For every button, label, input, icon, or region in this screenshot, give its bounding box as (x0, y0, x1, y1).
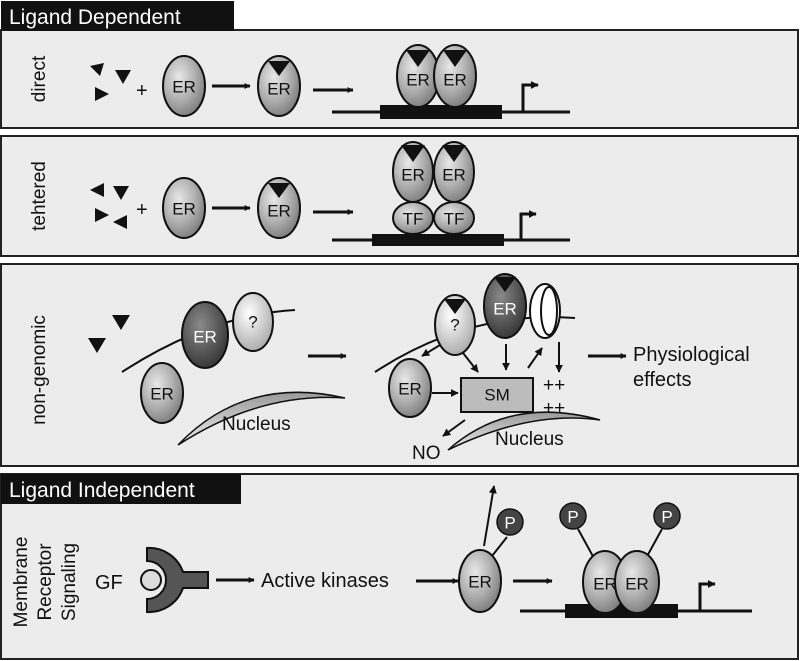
er-liganded (257, 55, 301, 117)
outcome-line-1: Physiological (633, 344, 750, 366)
nucleus-shape (447, 411, 601, 451)
phosphate-label: P (504, 514, 515, 533)
plus-sign: + (136, 80, 148, 102)
label-membrane-line1: Membrane (11, 537, 32, 628)
ligand-triangle (268, 61, 290, 76)
er-dimer-right (433, 141, 475, 203)
header-ligand-dependent: Ligand Dependent (9, 6, 181, 29)
er-label: ER (443, 71, 467, 90)
ligand-triangle (401, 145, 425, 162)
ligand-triangle (442, 145, 466, 162)
active-kinases-label: Active kinases (261, 570, 389, 592)
plusplus-top: ++ (543, 375, 565, 396)
er-label: ER (267, 80, 291, 99)
er-membrane-bound (483, 273, 527, 339)
label-membrane-line2: Receptor (35, 543, 56, 621)
growth-factor-receptor-icon (146, 546, 209, 614)
no-label: NO (412, 443, 441, 464)
response-element (565, 604, 678, 618)
er-liganded (257, 177, 301, 239)
er-label: ER (193, 328, 217, 347)
header-ligand-dependent-bg (1, 1, 234, 31)
er-receptor (162, 55, 206, 117)
er-label: ER (150, 385, 174, 404)
ligand-triangle (444, 299, 466, 314)
ligand-triangles (88, 315, 130, 353)
label-nongenomic: non-genomic (29, 315, 50, 425)
phosphate-group (559, 502, 587, 530)
label-direct: direct (29, 55, 50, 102)
er-label: ER (468, 573, 492, 592)
er-label: ER (493, 300, 517, 319)
er-membrane-bound (181, 301, 229, 369)
growth-factor-ligand (140, 569, 162, 591)
response-element (380, 105, 502, 119)
er-label: ER (172, 200, 196, 219)
phospho-link (577, 528, 596, 561)
label-membrane-line3: Signaling (59, 543, 80, 621)
ligand-triangle (443, 50, 467, 67)
unknown-receptor-bound (434, 294, 476, 356)
unknown-label: ? (450, 316, 459, 335)
ligand-triangle (494, 277, 516, 292)
phosphate-group (653, 502, 681, 530)
er-label: ER (398, 380, 422, 399)
response-element (372, 234, 504, 246)
er-label: ER (267, 202, 291, 221)
signaling-arrow (483, 485, 497, 547)
promoter-arrow-icon (698, 580, 716, 611)
sm-label: SM (484, 386, 510, 405)
unknown-receptor (232, 292, 274, 352)
nucleus-shape (177, 391, 346, 446)
tf-label: TF (403, 210, 424, 229)
gf-label: GF (95, 572, 123, 594)
er-label: ER (406, 71, 430, 90)
signaling-molecule-box (460, 377, 534, 413)
er-cytoplasmic (140, 362, 184, 424)
er-receptor (162, 177, 206, 239)
ligand-triangle (406, 50, 430, 67)
label-tethered: tehtered (29, 161, 50, 231)
unknown-label: ? (248, 313, 257, 332)
header-ligand-independent-bg (1, 474, 241, 504)
nucleus-label: Nucleus (495, 429, 564, 450)
plus-sign: + (136, 199, 148, 221)
er-cytoplasmic (388, 358, 432, 418)
ion-channel-icon (529, 283, 561, 339)
phosphate-group (496, 508, 524, 536)
plusplus-bottom: ++ (543, 398, 565, 419)
promoter-arrow-icon (519, 210, 537, 240)
ligand-triangles (90, 63, 131, 101)
er-label: ER (593, 575, 617, 594)
er-label: ER (401, 166, 425, 185)
signaling-arrows (421, 342, 563, 437)
nucleus-label: Nucleus (222, 414, 291, 435)
er-phosphorylated (458, 549, 502, 613)
outcome-line-2: effects (633, 369, 692, 391)
ligand-triangle (268, 183, 290, 198)
er-dimer-right (614, 550, 660, 614)
er-label: ER (442, 166, 466, 185)
phospho-link (491, 536, 508, 557)
er-label: ER (172, 78, 196, 97)
er-dimer-right (433, 44, 477, 108)
ligand-triangles (90, 183, 129, 229)
er-label: ER (625, 575, 649, 594)
promoter-arrow-icon (521, 81, 539, 112)
tf-label: TF (444, 210, 465, 229)
phosphate-label: P (661, 508, 672, 527)
phosphate-label: P (567, 508, 578, 527)
header-ligand-independent: Ligand Independent (9, 479, 195, 502)
